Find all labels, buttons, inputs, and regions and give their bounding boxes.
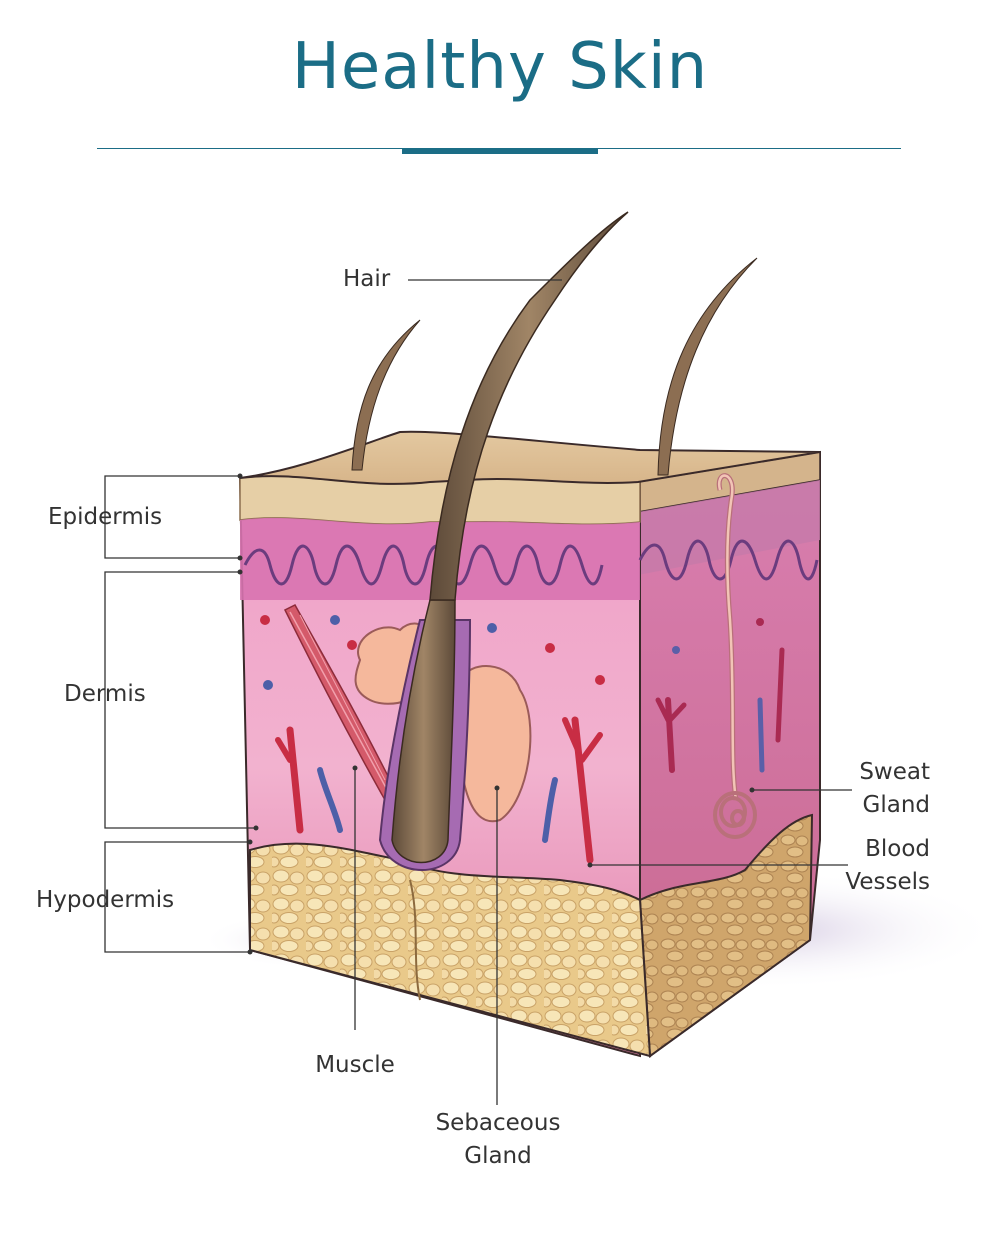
label-sebaceous-gland: Sebaceous Gland <box>418 1107 578 1173</box>
label-sweat-gland-line2: Gland <box>862 792 930 818</box>
label-dermis: Dermis <box>64 681 146 707</box>
label-hypodermis: Hypodermis <box>36 887 175 913</box>
label-muscle: Muscle <box>315 1052 395 1078</box>
label-sebaceous-gland-line1: Sebaceous <box>435 1110 561 1136</box>
label-sweat-gland: Sweat Gland <box>830 756 930 822</box>
label-sweat-gland-line1: Sweat <box>859 759 930 785</box>
label-hair: Hair <box>343 266 391 292</box>
label-blood-vessels-line2: Vessels <box>845 869 930 895</box>
label-blood-vessels: Blood Vessels <box>820 833 930 899</box>
label-blood-vessels-line1: Blood <box>865 836 930 862</box>
title-divider-accent <box>402 148 598 154</box>
label-sebaceous-gland-line2: Gland <box>464 1143 532 1169</box>
label-epidermis: Epidermis <box>48 504 163 530</box>
diagram-title: Healthy Skin <box>291 30 709 104</box>
